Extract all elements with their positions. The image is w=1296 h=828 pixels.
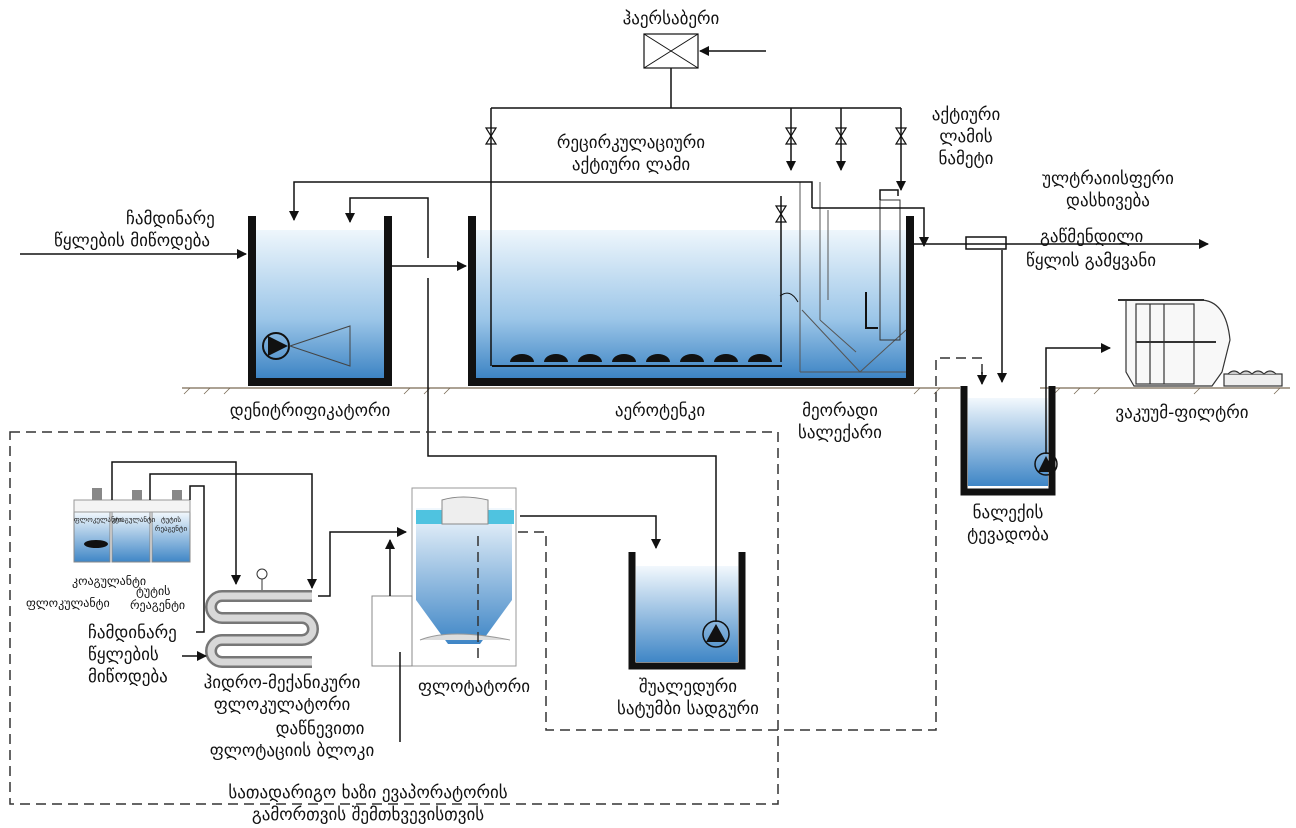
excess-sludge-label-1: აქტიური — [931, 105, 1001, 125]
uv-label-1: ულტრაიისფერი — [1042, 169, 1174, 189]
intermediate-station-label-1: შუალედური — [638, 677, 738, 697]
inflow2-label-1: ჩამდინარე — [88, 623, 177, 643]
coagulant-label: კოაგულანტი — [72, 574, 147, 588]
flotator-unit — [371, 487, 517, 667]
clarifier-label-2: სალექარი — [798, 423, 882, 443]
flotator-label: ფლოტატორი — [417, 677, 531, 697]
hydro-flocculator-label-1: ჰიდრო-მექანიკური — [203, 673, 361, 693]
denitrifier-label: დენიტრიფიკატორი — [229, 401, 391, 421]
excess-sludge-label-3: ნამეტი — [938, 149, 994, 169]
hydro-flocculator — [205, 568, 319, 668]
alkali-label-1: ტუტის — [136, 584, 171, 598]
pressure-block-label-2: ფლოტაციის ბლოკი — [209, 741, 375, 761]
outflow-label-1: გაწმენდილი — [1040, 227, 1144, 247]
aerotank — [468, 182, 914, 386]
uv-unit-icon — [965, 236, 1007, 250]
ground-lines — [182, 387, 1290, 395]
pressure-block-label-1: დაწნევითი — [275, 719, 365, 739]
sludge-tank-label-2: ტევადობა — [967, 525, 1049, 545]
flocculant-label: ფლოკულანტი — [26, 596, 110, 610]
recirc-label-2: აქტიური ლამი — [571, 155, 691, 175]
pressure-gauge-icon — [256, 568, 268, 580]
vacuum-filter-icon — [1118, 299, 1283, 387]
sludge-tank-label-1: ნალექის — [972, 503, 1044, 523]
alkali-label-2: რეაგენტი — [130, 598, 186, 612]
inflow2-label-2: წყლების — [88, 645, 159, 665]
tank-tag-flocculant: ფლოკულანტი — [74, 516, 123, 524]
denitrifier-tank — [248, 216, 392, 386]
inflow-label-1: ჩამდინარე — [126, 209, 215, 229]
inflow2-label-3: მიწოდება — [88, 667, 168, 687]
inflow-label-2: წყლების მიწოდება — [54, 231, 211, 251]
vacuum-filter-label: ვაკუუმ-ფილტრი — [1115, 403, 1249, 423]
outflow-label-2: წყლის გამყვანი — [1026, 251, 1156, 271]
backup-line-label-1: სათადარიგო ხაზი ევაპორატორის — [228, 783, 508, 803]
excess-sludge-label-2: ლამის — [939, 127, 993, 147]
compressor-icon — [643, 33, 699, 69]
tank-tag-coagulant: კოაგულანტი — [112, 516, 156, 524]
compressor-label: ჰაერსაბერი — [622, 9, 720, 29]
aerotank-label: აეროტენკი — [614, 401, 706, 421]
uv-label-2: დასხივება — [1066, 191, 1150, 211]
secondary-clarifier — [779, 182, 907, 373]
intermediate-tank — [628, 552, 746, 670]
tank-tag-alkali: ტუტის რეაგენტი — [154, 516, 188, 533]
reagent-tanks — [73, 488, 191, 563]
intermediate-station-label-2: სატუმბი სადგური — [617, 699, 759, 719]
process-lines — [20, 46, 1209, 742]
clarifier-label-1: მეორადი — [802, 401, 878, 421]
backup-lines — [9, 357, 983, 805]
aerators — [510, 354, 772, 362]
recirc-label-1: რეცირკულაციური — [556, 133, 706, 153]
backup-line-label-2: გამორთვის შემთხვევისთვის — [251, 805, 485, 825]
hydro-flocculator-label-2: ფლოკულატორი — [213, 695, 351, 715]
sludge-tank — [960, 386, 1058, 496]
